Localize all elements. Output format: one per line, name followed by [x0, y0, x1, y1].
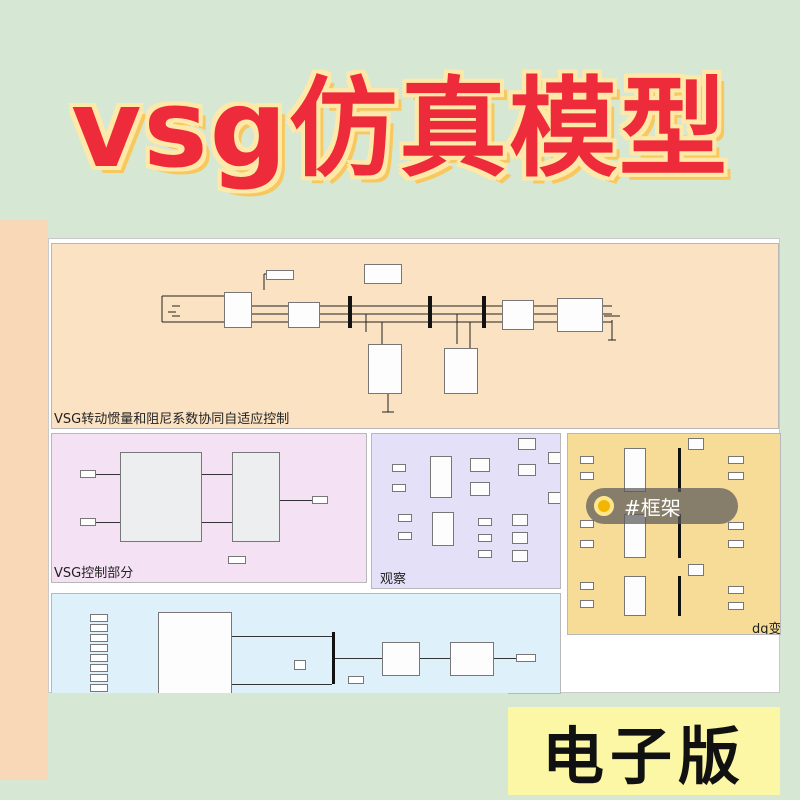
- wire: [494, 658, 516, 659]
- edition-badge: 电子版: [508, 707, 780, 795]
- lc-filter-block: [288, 302, 320, 328]
- dq-output-tag: [728, 586, 744, 594]
- obs-tag: [478, 518, 492, 526]
- load-block-2: [444, 348, 478, 394]
- obs-input-tag: [392, 464, 406, 472]
- hashtag-overlay[interactable]: #框架: [586, 488, 738, 524]
- wire: [96, 474, 120, 475]
- panel-observe: 观察: [371, 433, 561, 589]
- pwm-generator-block: [450, 642, 494, 676]
- vsg-subsystem-block: [120, 452, 202, 542]
- scope-icon: [518, 438, 536, 450]
- rms-block: [470, 458, 490, 472]
- obs-tag: [478, 550, 492, 558]
- wire: [420, 658, 450, 659]
- wire: [96, 522, 120, 523]
- dq-bus: [678, 576, 681, 616]
- background-fill: [48, 693, 508, 800]
- dq-input-tag: [580, 472, 594, 480]
- dq-input-tag: [580, 540, 594, 548]
- simulink-model-screenshot: VSG转动惯量和阻尼系数协同自适应控制 VSG控制部分: [48, 238, 781, 694]
- dq-input-tag: [580, 520, 594, 528]
- dq-input-tag: [580, 456, 594, 464]
- powergui-block: [364, 264, 402, 284]
- dq-input-tag: [580, 600, 594, 608]
- output-tag-theta: [228, 556, 246, 564]
- line-impedance-block: [502, 300, 534, 330]
- obs-tag: [478, 534, 492, 542]
- hashtag-label: #框架: [624, 495, 681, 520]
- wire: [335, 658, 382, 659]
- wire: [232, 636, 332, 637]
- title-banner: vsg仿真模型: [55, 40, 745, 200]
- pll-input-tag: [90, 634, 108, 642]
- scope-icon: [688, 564, 704, 576]
- dq-output-tag: [728, 540, 744, 548]
- obs-input-tag: [398, 532, 412, 540]
- obs-input-tag: [398, 514, 412, 522]
- pll-input-tag: [90, 664, 108, 672]
- pll-input-tag: [90, 624, 108, 632]
- output-tag-uref: [312, 496, 328, 504]
- scope-icon: [512, 514, 528, 526]
- dq-output-tag: [728, 602, 744, 610]
- pll-input-tag: [90, 654, 108, 662]
- panel-label: VSG控制部分: [54, 566, 134, 581]
- power-circuit-diagram: [161, 273, 620, 413]
- pll-input-tag: [90, 614, 108, 622]
- pwm-signal-tag: [266, 270, 294, 280]
- panel-label: 观察: [380, 572, 407, 587]
- rms-block: [470, 482, 490, 496]
- mux-block: [432, 512, 454, 546]
- bus-measurement-1: [348, 296, 352, 328]
- dq-output-tag: [728, 456, 744, 464]
- inverter-bridge-block: [224, 292, 252, 328]
- pll-input-tag: [90, 684, 108, 692]
- input-tag-q: [80, 518, 96, 526]
- constant-block: [294, 660, 306, 670]
- obs-input-tag: [392, 484, 406, 492]
- panel-label: VSG转动惯量和阻尼系数协同自适应控制: [54, 412, 290, 427]
- dq-to-abc-block: [382, 642, 420, 676]
- title: vsg仿真模型: [71, 67, 729, 192]
- abc-to-dq-block: [624, 448, 646, 492]
- pll-subsystem-block: [158, 612, 232, 693]
- badge-label: 电子版: [541, 720, 746, 793]
- wire: [232, 684, 332, 685]
- wire: [202, 474, 232, 475]
- voltage-control-subsystem: [232, 452, 280, 542]
- bus-measurement-2: [428, 296, 432, 328]
- abc-to-dq-block: [624, 576, 646, 616]
- scope-icon: [688, 438, 704, 450]
- panel-label: dq变: [752, 622, 781, 635]
- dq-bus: [678, 514, 681, 558]
- pll-input-tag: [90, 644, 108, 652]
- pll-bus: [332, 632, 335, 684]
- scope-icon: [512, 532, 528, 544]
- panel-pll: [51, 593, 561, 694]
- pll-tag: [348, 676, 364, 684]
- demux-block: [430, 456, 452, 498]
- load-block-1: [368, 344, 402, 394]
- dq-output-tag: [728, 522, 744, 530]
- scope-icon: [548, 452, 560, 464]
- scope-icon: [548, 492, 560, 504]
- panel-adaptive-control: VSG转动惯量和阻尼系数协同自适应控制: [51, 243, 779, 429]
- panel-dq-transform: dq变: [567, 433, 781, 635]
- wire: [202, 522, 232, 523]
- scope-icon: [518, 464, 536, 476]
- grid-source-block: [557, 298, 603, 332]
- bus-measurement-3: [482, 296, 486, 328]
- dq-input-tag: [580, 582, 594, 590]
- scope-icon: [512, 550, 528, 562]
- dq-output-tag: [728, 472, 744, 480]
- tag-icon: [594, 496, 614, 516]
- panel-vsg-control: VSG控制部分: [51, 433, 367, 583]
- pwm-output-tag: [516, 654, 536, 662]
- input-tag-p: [80, 470, 96, 478]
- dq-bus: [678, 448, 681, 492]
- left-decor-strip: [0, 220, 48, 780]
- wire: [280, 500, 312, 501]
- pll-input-tag: [90, 674, 108, 682]
